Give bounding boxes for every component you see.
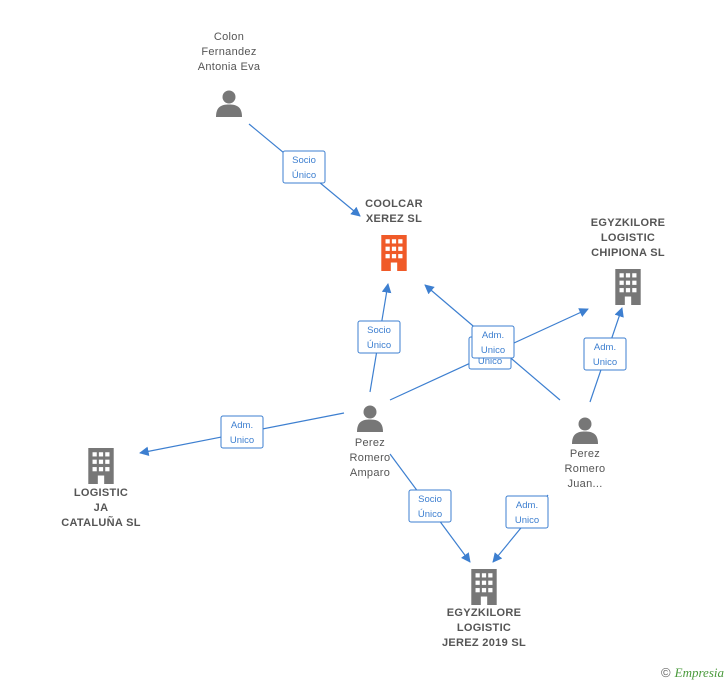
edge-label-box [357, 320, 401, 354]
node-label: LOGISTIC [74, 487, 128, 499]
edge-label-text: Único [292, 170, 316, 181]
brand-name: Empresia [674, 665, 724, 680]
node-label: EGYZKILORE [591, 217, 666, 229]
edge-label-amparo-to-cataluna[interactable]: Adm. Unico [220, 415, 264, 449]
node-chipiona[interactable]: EGYZKILORE LOGISTIC CHIPIONA SL [591, 217, 666, 305]
building-icon [381, 235, 407, 271]
edge-label-box [282, 150, 326, 184]
node-cataluna[interactable]: LOGISTIC JA CATALUÑA SL [61, 448, 140, 529]
node-label: COOLCAR [365, 198, 423, 210]
node-label: LOGISTIC [457, 622, 511, 634]
edge-label-box [505, 495, 549, 529]
building-icon [88, 448, 114, 484]
edge-label-text: Único [418, 509, 442, 520]
edge-label-box [471, 325, 515, 359]
node-label: XEREZ SL [366, 213, 422, 225]
edge-label-text: Adm. [482, 330, 504, 341]
node-label: Romero [565, 463, 606, 475]
node-label: Juan... [567, 478, 602, 490]
edge-label-text: Unico [481, 345, 505, 356]
edge-label-text: Unico [593, 357, 617, 368]
node-label: LOGISTIC [601, 232, 655, 244]
edge-label-box [220, 415, 264, 449]
node-jerez[interactable]: EGYZKILORE LOGISTIC JEREZ 2019 SL [442, 569, 526, 649]
node-label: JA [94, 502, 109, 514]
node-label: Amparo [350, 467, 390, 479]
node-label: Perez [355, 437, 385, 449]
person-icon [216, 90, 242, 117]
person-icon [357, 405, 383, 432]
node-label: Colon [214, 31, 244, 43]
footer-brand[interactable]: ©Empresia [661, 665, 724, 681]
node-coolcar[interactable]: COOLCAR XEREZ SL [365, 198, 423, 271]
edge-label-text: Unico [230, 435, 254, 446]
node-label: Antonia Eva [198, 61, 261, 73]
edge-label-juan-to-jerez[interactable]: Adm. Unico [505, 495, 549, 529]
edge-label-text: Unico [478, 356, 502, 367]
edge-label-text: Único [367, 340, 391, 351]
copyright-icon: © [661, 665, 671, 680]
node-label: Perez [570, 448, 600, 460]
edge-label-text: Socio [292, 155, 316, 166]
person-icon [572, 417, 598, 444]
edge-label-text: Socio [367, 325, 391, 336]
edge-label-text: Adm. [231, 420, 253, 431]
edge-label-box [408, 489, 452, 523]
node-label: CHIPIONA SL [591, 247, 665, 259]
node-label: EGYZKILORE [447, 607, 522, 619]
node-label: JEREZ 2019 SL [442, 637, 526, 649]
node-label: Romero [350, 452, 391, 464]
edge-label-text: Adm. [594, 342, 616, 353]
node-juan[interactable]: PerezRomeroJuan... [565, 417, 606, 491]
edge-label-text: Unico [515, 515, 539, 526]
edge-label-text: Socio [418, 494, 442, 505]
node-label: CATALUÑA SL [61, 516, 140, 529]
node-label: Fernandez [201, 46, 256, 58]
edge-label-juan-to-coolcar[interactable]: Adm. Unico [471, 325, 515, 359]
edge-label-box [583, 337, 627, 371]
edge-label-juan-to-chipiona[interactable]: Adm. Unico [583, 337, 627, 371]
building-icon [615, 269, 641, 305]
edge-label-text: Adm. [516, 500, 538, 511]
building-icon [471, 569, 497, 605]
